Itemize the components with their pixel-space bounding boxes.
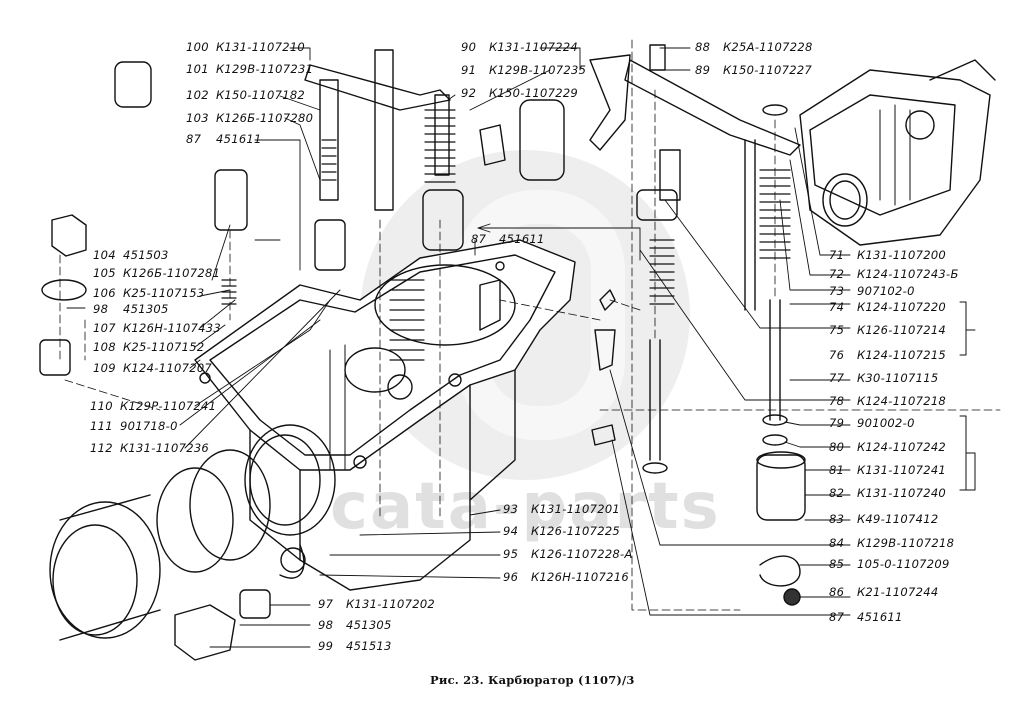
part-label: 102 К150-1107182	[186, 88, 306, 102]
part-label: 84 К129В-1107218	[829, 536, 955, 550]
part-label: 96 К126Н-1107216	[503, 570, 629, 584]
carburetor-assembly-thumbnail	[799, 59, 996, 246]
part-label: 111 901718-0	[90, 419, 178, 433]
part-label: 93 К131-1107201	[503, 502, 621, 516]
part-label: 72 К124-1107243-Б	[829, 267, 959, 281]
centerlines	[59, 39, 1001, 611]
part-label: 104 451503	[93, 248, 169, 262]
part-label: 91 К129В-1107235	[461, 63, 587, 77]
part-label: 86 К21-1107244	[829, 585, 939, 599]
levers	[304, 54, 801, 166]
part-label: 85 105-0-1107209	[829, 557, 950, 571]
part-label: 101 К129В-1107231	[186, 62, 314, 76]
part-label: 73 907102-0	[829, 284, 915, 298]
arrows	[254, 223, 641, 261]
part-label: 108 К25-1107152	[93, 340, 205, 354]
part-label: 97 К131-1107202	[318, 597, 436, 611]
figure-caption: Рис. 23. Карбюратор (1107)/3	[430, 673, 635, 687]
fuel-inlet-fitting	[49, 424, 336, 641]
part-label: 76 К124-1107215	[829, 348, 947, 362]
part-label: 110 К129Р-1107241	[90, 399, 217, 413]
part-label: 105 К126Б-1107281	[93, 266, 221, 280]
part-label: 99 451513	[318, 639, 392, 653]
part-label: 81 К131-1107241	[829, 463, 947, 477]
springs-and-rods	[39, 44, 806, 661]
part-label: 87 451611	[471, 232, 545, 246]
part-label: 80 К124-1107242	[829, 440, 947, 454]
carburetor-body	[194, 239, 576, 591]
part-label: 78 К124-1107218	[829, 394, 947, 408]
part-label: 95 К126-1107228-А	[503, 547, 633, 561]
part-label: 107 К126Н-1107433	[93, 321, 221, 335]
part-label: 75 К126-1107214	[829, 323, 947, 337]
part-label: 94 К126-1107225	[503, 524, 621, 538]
part-label: 87 451611	[829, 610, 903, 624]
part-label: 98 451305	[93, 302, 169, 316]
part-label: 79 901002-0	[829, 416, 915, 430]
part-label: 98 451305	[318, 618, 392, 632]
part-label: 74 К124-1107220	[829, 300, 947, 314]
part-label: 83 К49-1107412	[829, 512, 939, 526]
part-label: 87 451611	[186, 132, 262, 146]
part-label: 100 К131-1107210	[186, 40, 306, 54]
part-label: 106 К25-1107153	[93, 286, 205, 300]
part-label: 109 К124-1107207	[93, 361, 213, 375]
part-label: 88 К25А-1107228	[695, 40, 813, 54]
spring-coils	[221, 109, 791, 361]
part-label: 71 К131-1107200	[829, 248, 947, 262]
part-label: 89 К150-1107227	[695, 63, 813, 77]
part-label: 92 К150-1107229	[461, 86, 579, 100]
part-label: 90 К131-1107224	[461, 40, 579, 54]
part-label: 82 К131-1107240	[829, 486, 947, 500]
part-label: 103 К126Б-1107280	[186, 111, 314, 125]
part-label: 77 К30-1107115	[829, 371, 939, 385]
part-label: 112 К131-1107236	[90, 441, 210, 455]
leader-lines	[66, 47, 851, 648]
group-brackets	[959, 301, 976, 491]
watermark-text: cata-parts	[330, 470, 721, 544]
